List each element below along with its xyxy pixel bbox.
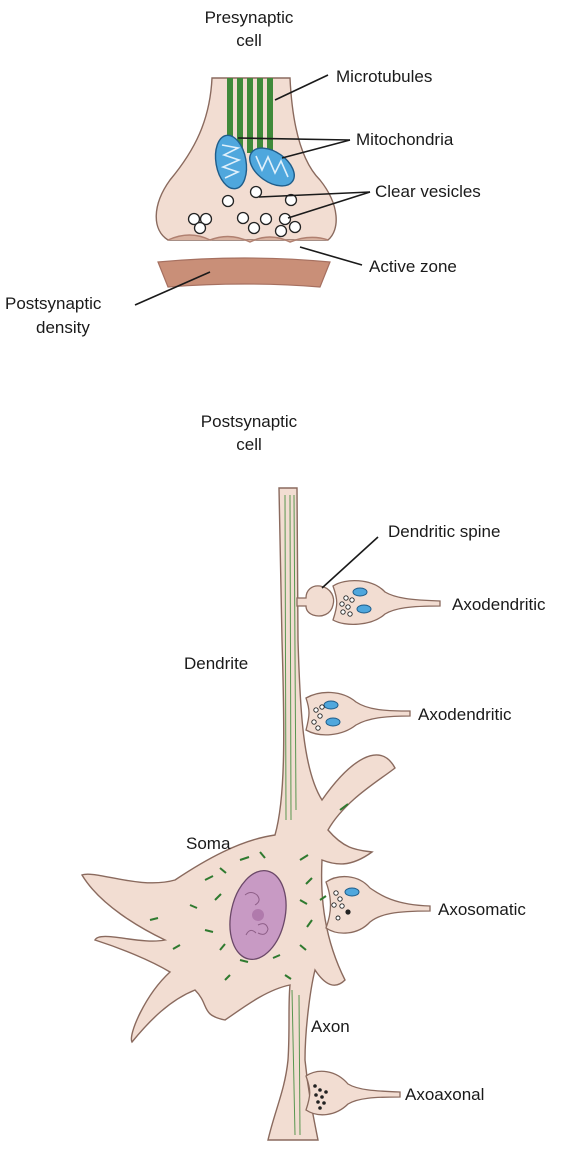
label-axodendritic-2: Axodendritic: [418, 705, 512, 724]
label-dendritic-spine: Dendritic spine: [388, 522, 500, 541]
axon-terminal-4: [306, 1071, 400, 1114]
label-clear-vesicles: Clear vesicles: [375, 182, 481, 201]
label-postsynaptic-density-line2: density: [36, 318, 90, 337]
label-axoaxonal: Axoaxonal: [405, 1085, 484, 1104]
dendritic-spine: [297, 586, 334, 616]
label-postsynaptic-cell-line2: cell: [236, 435, 262, 454]
label-presynaptic-line1: Presynaptic: [205, 8, 294, 27]
label-postsynaptic-density-line1: Postsynaptic: [5, 294, 102, 313]
axon-terminal-1: [333, 581, 440, 625]
label-mitochondria: Mitochondria: [356, 130, 454, 149]
label-dendrite: Dendrite: [184, 654, 248, 673]
axon-terminal-2: [306, 692, 410, 734]
label-postsynaptic-cell-line1: Postsynaptic: [201, 412, 298, 431]
postsynaptic-density: [158, 258, 330, 287]
label-soma: Soma: [186, 834, 231, 853]
label-axon: Axon: [311, 1017, 350, 1036]
label-microtubules: Microtubules: [336, 67, 432, 86]
axon-terminal-3: [326, 877, 430, 934]
label-presynaptic-line2: cell: [236, 31, 262, 50]
label-active-zone: Active zone: [369, 257, 457, 276]
label-axodendritic-1: Axodendritic: [452, 595, 546, 614]
label-axosomatic: Axosomatic: [438, 900, 526, 919]
